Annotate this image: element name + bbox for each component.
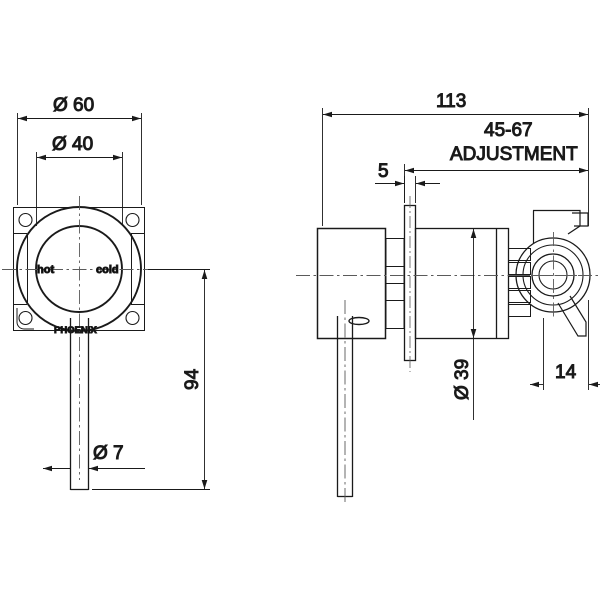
- dimension-dia60: [17, 113, 142, 205]
- dimension-dia60-label: Ø 60: [53, 95, 94, 116]
- front-inner-handle-circle: [35, 225, 123, 313]
- dimension-5-label: 5: [378, 161, 389, 182]
- side-centerlines: [296, 232, 598, 505]
- side-valve-cartridge: [515, 237, 591, 313]
- dimension-dia40: [36, 152, 123, 226]
- front-cover-tab: [16, 308, 34, 330]
- dimension-113-label: 113: [436, 91, 466, 112]
- dimension-14-label: 14: [555, 362, 577, 383]
- side-lever-boss: [348, 316, 370, 326]
- dimension-113: [322, 108, 589, 226]
- dimension-14: [530, 300, 600, 390]
- side-handle-cap: [316, 227, 387, 340]
- front-handle-lever: [69, 318, 90, 491]
- dimension-94: [92, 269, 210, 490]
- dimension-dia40-label: Ø 40: [52, 134, 93, 155]
- front-outer-cover-circle: [16, 206, 142, 332]
- side-valve-bracket: [532, 209, 589, 243]
- front-view: hot cold PHOENIX Ø 60 Ø 40: [2, 95, 210, 491]
- dimension-5: [375, 176, 440, 203]
- side-valve-barrel: [414, 227, 510, 340]
- dimension-adjustment-range-label: 45-67: [484, 120, 533, 141]
- front-centerlines: [2, 196, 205, 480]
- front-mounting-holes: [18, 212, 140, 326]
- dimension-94-label: 94: [182, 368, 203, 390]
- dimension-dia39-label: Ø 39: [452, 359, 473, 400]
- dimension-dia7-label: Ø 7: [93, 443, 124, 464]
- side-view: 113 45-67 ADJUSTMENT 5: [296, 91, 600, 505]
- label-hot: hot: [37, 264, 54, 276]
- dimension-adjustment-note-label: ADJUSTMENT: [450, 144, 578, 165]
- label-cold: cold: [96, 264, 119, 276]
- side-lower-arm: [557, 295, 587, 337]
- label-brand: PHOENIX: [54, 325, 97, 336]
- side-collar: [385, 238, 405, 329]
